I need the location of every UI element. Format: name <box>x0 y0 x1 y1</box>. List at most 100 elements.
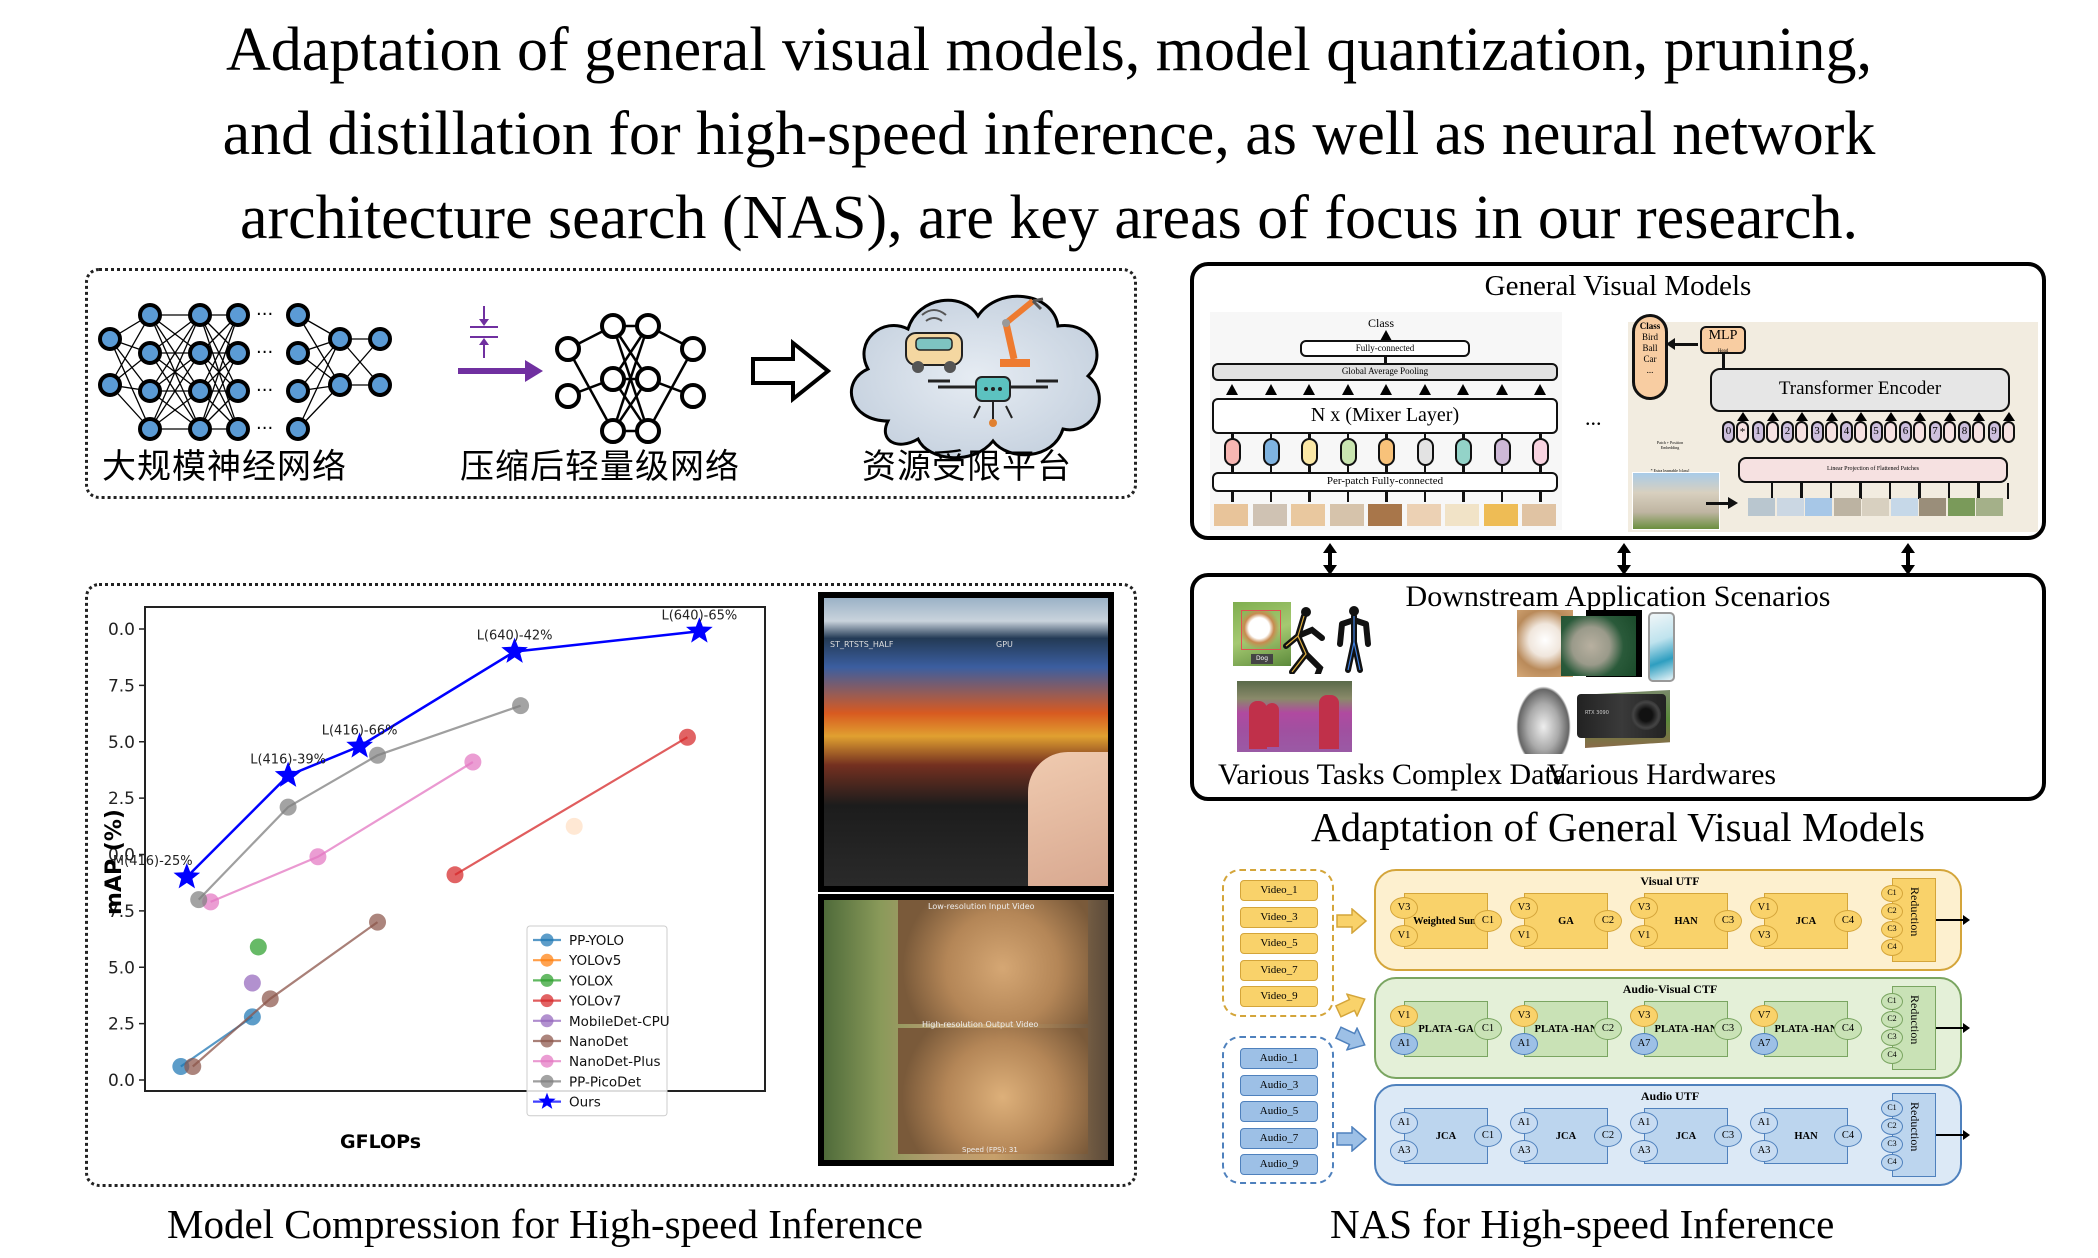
image-patch <box>1919 498 1946 516</box>
nas-output-node: C3 <box>1714 910 1742 932</box>
nas-operation: HAN <box>1764 1108 1848 1164</box>
patch-token <box>1972 421 1985 443</box>
patch-token <box>1795 421 1808 443</box>
block-arrow-icon <box>1336 908 1368 934</box>
y-tick-label: 2.5 <box>108 1015 135 1035</box>
image-patch <box>1522 504 1556 526</box>
mixer-token <box>1493 438 1511 466</box>
semantic-segmentation-image <box>1237 681 1352 752</box>
legend-marker <box>540 1034 554 1048</box>
legend-marker <box>540 973 554 987</box>
compression-chart-panel <box>85 583 1137 1187</box>
nas-input-node: A3 <box>1510 1140 1538 1162</box>
title-line: architecture search (NAS), are key areas… <box>239 184 1859 252</box>
patch-token <box>2001 421 2015 443</box>
series-yolov7 <box>446 728 696 884</box>
photo-overlay-text: Speed (FPS): 31 <box>962 1146 1018 1154</box>
legend-item: YOLOv7 <box>533 994 621 1010</box>
super-resolution-phone-photo: Low-resolution Input Video High-resoluti… <box>818 894 1114 1166</box>
output-arrow-icon <box>1936 1130 1970 1140</box>
reduction-label: Reduction <box>1908 995 1922 1045</box>
legend-item: PP-YOLO <box>533 933 624 949</box>
nas-output-node: C1 <box>1474 1125 1502 1147</box>
nas-input-node: V3 <box>1630 1005 1658 1027</box>
legend-label: YOLOv5 <box>568 953 621 969</box>
video-input-item: Video_9 <box>1240 986 1318 1007</box>
position-embedding-token: 0 <box>1722 421 1735 443</box>
series-nanodet <box>184 913 387 1075</box>
position-embedding-token: 7 <box>1928 421 1942 443</box>
series-ours <box>173 617 713 889</box>
nas-reduction-input: C2 <box>1881 903 1903 920</box>
nas-panel-title: Visual UTF <box>1640 874 1700 888</box>
arrow-icon <box>1495 384 1508 395</box>
y-tick-label: 7.5 <box>108 676 135 696</box>
legend-label: MobileDet-CPU <box>569 1014 670 1030</box>
title-line: and distillation for high-speed inferenc… <box>222 100 1876 168</box>
nas-reduction-input: C4 <box>1881 1047 1903 1064</box>
block-arrow-icon <box>1334 1026 1366 1052</box>
legend <box>526 925 668 1117</box>
data-point <box>190 891 208 909</box>
audio-input-item: Audio_1 <box>1240 1048 1318 1069</box>
nas-output-node: C4 <box>1834 1125 1862 1147</box>
series-line <box>454 736 688 876</box>
large-network-label: 大规模神经网络 <box>102 447 347 487</box>
nas-input-node: A3 <box>1630 1140 1658 1162</box>
svg-text:···: ··· <box>256 418 273 439</box>
compression-diagram-panel: ············ <box>85 268 1137 499</box>
image-patch <box>1833 498 1861 516</box>
nas-reduction-input: C3 <box>1881 1029 1903 1046</box>
position-embedding-token: 8 <box>1958 421 1971 443</box>
mixer-token <box>1224 438 1241 466</box>
image-patch <box>1329 504 1364 526</box>
nas-input-node: V1 <box>1630 925 1658 947</box>
point-annotation: M(416)-25% <box>113 854 193 869</box>
hollow-arrow-icon <box>751 338 832 404</box>
linear-projection-block: Linear Projection of Flattened Patches <box>1738 457 2008 483</box>
patch-token <box>1854 421 1867 443</box>
nas-panel-title: Audio-Visual CTF <box>1622 982 1718 996</box>
image-patch <box>1483 504 1518 526</box>
nas-reduction-input: C1 <box>1881 1100 1903 1117</box>
data-point <box>279 798 297 816</box>
mixer-token <box>1339 438 1357 466</box>
arrow-icon <box>1380 384 1392 395</box>
data-point <box>184 1057 202 1075</box>
legend-label: Ours <box>569 1095 601 1111</box>
arrow-icon <box>1973 412 1985 421</box>
arrow-icon <box>1418 384 1431 395</box>
dog-detection-image: Dog <box>1233 602 1291 666</box>
nas-output-node: C2 <box>1594 1018 1622 1040</box>
image-patch <box>1368 504 1402 526</box>
car-icon <box>905 309 963 373</box>
point-annotation: L(640)-65% <box>661 608 737 623</box>
nas-input-node: V3 <box>1510 1005 1538 1027</box>
legend-marker <box>540 933 554 947</box>
arrow-icon <box>1855 412 1867 421</box>
lightweight-network-label: 压缩后轻量级网络 <box>460 447 740 487</box>
data-point-star <box>346 732 373 758</box>
mixer-gap-block: Global Average Pooling <box>1212 363 1558 381</box>
legend-marker <box>540 1014 554 1028</box>
nas-input-node: A1 <box>1510 1112 1538 1134</box>
svg-text:···: ··· <box>256 380 273 401</box>
image-patch <box>1291 504 1325 526</box>
x-axis-label: GFLOPs <box>340 1131 421 1153</box>
photo-overlay-text: ST_RTSTS_HALF <box>830 640 894 649</box>
robot-arm-icon <box>1000 297 1044 367</box>
patch-token <box>1824 421 1838 443</box>
photo-overlay-text: GPU <box>996 640 1013 649</box>
legend-item: MobileDet-CPU <box>533 1014 670 1030</box>
patch-token <box>1883 421 1897 443</box>
legend-item: NanoDet-Plus <box>533 1054 661 1070</box>
photo-overlay-text: High-resolution Output Video <box>922 1020 1039 1029</box>
nas-input-node: A1 <box>1510 1033 1538 1055</box>
mixer-token <box>1455 438 1472 466</box>
large-network-icon: ············ <box>98 303 392 441</box>
arrow-icon <box>1264 384 1277 395</box>
video-input-item: Video_3 <box>1240 906 1318 928</box>
data-point-star <box>686 617 713 643</box>
audio-input-item: Audio_7 <box>1240 1127 1318 1149</box>
arrow-icon <box>2002 412 2015 421</box>
